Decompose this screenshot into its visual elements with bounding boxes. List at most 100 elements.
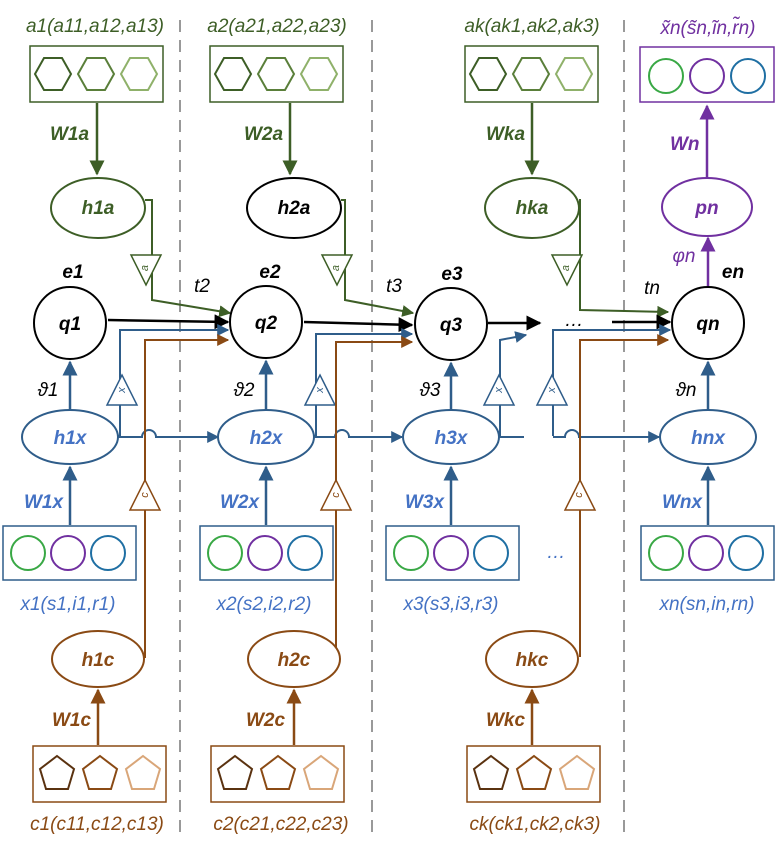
x-input-label: x1(s1,i1,r1) bbox=[19, 594, 115, 615]
hidden-a-node bbox=[50, 177, 146, 239]
r-circle bbox=[287, 535, 323, 571]
gate-triangle bbox=[105, 373, 139, 406]
q-node bbox=[414, 287, 488, 361]
hidden-x-node bbox=[659, 409, 757, 465]
e-label: e3 bbox=[441, 264, 463, 285]
attribute-box bbox=[209, 45, 344, 103]
hidden-a-label: hka bbox=[516, 198, 549, 219]
gate-label: c bbox=[573, 492, 585, 498]
c-input-box bbox=[466, 745, 601, 803]
phi-label: φn bbox=[673, 246, 696, 267]
theta-label: ϑn bbox=[675, 380, 696, 401]
weight-label: W1a bbox=[50, 124, 90, 145]
hexagon-icon bbox=[119, 57, 159, 91]
x-input-box bbox=[199, 525, 334, 581]
gate-label: a bbox=[139, 265, 151, 271]
hexagon-icon bbox=[76, 57, 116, 91]
gate-triangle bbox=[550, 254, 584, 287]
e-label: en bbox=[722, 262, 744, 283]
c-input-box bbox=[210, 745, 345, 803]
attribute-input-column-1: a1(a11,a12,a13) bbox=[26, 16, 164, 103]
hidden-x-node bbox=[402, 409, 500, 465]
theta-links: ϑ1 ϑ2 ϑ3 ϑn bbox=[37, 359, 716, 412]
recurrent-arrow bbox=[107, 314, 230, 330]
gate-label: x bbox=[493, 387, 505, 394]
weight-label: W1c bbox=[52, 710, 92, 731]
output-i-circle bbox=[689, 58, 725, 94]
hidden-x-label: h3x bbox=[435, 428, 469, 449]
x-ellipsis: … bbox=[547, 542, 566, 563]
x-input-box bbox=[640, 525, 775, 581]
weight-label: Wka bbox=[486, 124, 526, 145]
pentagon-icon bbox=[81, 754, 119, 790]
c-input-boxes: c1(c11,c12,c13) c2(c21,c22,c23) ck(ck1,c… bbox=[30, 745, 601, 835]
output-label: x̃n(s̃n,ĩn,r̃n) bbox=[659, 17, 755, 39]
hidden-x-arrow bbox=[553, 429, 661, 443]
r-circle bbox=[473, 535, 509, 571]
t-label: tn bbox=[644, 278, 660, 299]
q-label: q3 bbox=[440, 315, 463, 336]
hidden-c-nodes: h1c h2c hkc bbox=[51, 630, 579, 688]
pentagon-icon bbox=[302, 754, 340, 790]
step-labels: e1 e2 e3 en t2 t3 tn bbox=[62, 262, 744, 299]
attribute-gates: a a a bbox=[129, 199, 670, 318]
q-label: q1 bbox=[59, 314, 81, 335]
output-s-circle bbox=[648, 58, 684, 94]
pentagon-icon bbox=[259, 754, 297, 790]
hidden-c-node bbox=[485, 630, 579, 688]
x-input-box bbox=[385, 525, 520, 581]
q-nodes: q1 q2 q3 qn bbox=[33, 285, 745, 361]
column-separators bbox=[179, 20, 625, 840]
hexagon-icon bbox=[256, 57, 296, 91]
weight-label: W3x bbox=[405, 492, 446, 513]
hexagon-icon bbox=[468, 57, 508, 91]
i-circle bbox=[433, 535, 469, 571]
x-input-label: xn(sn,in,rn) bbox=[658, 594, 754, 615]
hidden-x-node bbox=[21, 409, 119, 465]
attribute-input-column-2: a2(a21,a22,a23) bbox=[207, 16, 347, 103]
output-r-circle bbox=[730, 58, 766, 94]
hidden-a-label: h1a bbox=[82, 198, 115, 219]
c-input-box bbox=[32, 745, 167, 803]
i-circle bbox=[247, 535, 283, 571]
theta-label: ϑ3 bbox=[419, 380, 440, 401]
i-circle bbox=[50, 535, 86, 571]
c-gate-path bbox=[117, 334, 230, 658]
hidden-x-arrow bbox=[118, 429, 220, 443]
gate-label: x bbox=[116, 387, 128, 394]
pentagon-icon bbox=[124, 754, 162, 790]
s-circle bbox=[10, 535, 46, 571]
gate-label: x bbox=[546, 387, 558, 394]
hidden-a-label: h2a bbox=[278, 198, 311, 219]
weight-label: W2a bbox=[244, 124, 284, 145]
hexagon-icon bbox=[554, 57, 594, 91]
gate-path bbox=[341, 199, 415, 317]
attribute-input-label: ak(ak1,ak2,ak3) bbox=[464, 16, 599, 37]
hidden-x-nodes: h1x h2x h3x hnx bbox=[21, 409, 757, 465]
hidden-c-node bbox=[247, 630, 341, 688]
attribute-input-column-k: ak(ak1,ak2,ak3) bbox=[464, 16, 600, 103]
c-weights: W1c W2c Wkc bbox=[52, 688, 540, 745]
r-circle bbox=[728, 535, 764, 571]
attribute-box bbox=[464, 45, 599, 103]
weight-label: W2x bbox=[220, 492, 261, 513]
hidden-x-node bbox=[217, 409, 315, 465]
gate-triangle bbox=[303, 373, 337, 406]
hexagon-icon bbox=[213, 57, 253, 91]
c-gates: c c c bbox=[117, 334, 670, 658]
c-input-label: c2(c21,c22,c23) bbox=[213, 814, 348, 835]
t-label: t2 bbox=[194, 276, 210, 297]
output-path: φn pn Wn bbox=[661, 104, 753, 286]
pentagon-icon bbox=[558, 754, 596, 790]
hidden-x-links bbox=[118, 429, 661, 443]
gate-label: x bbox=[314, 387, 326, 394]
gate-triangle bbox=[129, 254, 163, 287]
theta-label: ϑ1 bbox=[37, 380, 58, 401]
recurrent-links: … bbox=[107, 310, 672, 333]
pentagon-icon bbox=[515, 754, 553, 790]
attribute-input-label: a2(a21,a22,a23) bbox=[207, 16, 346, 37]
q-node bbox=[229, 285, 303, 359]
hidden-x-label: h2x bbox=[250, 428, 284, 449]
hidden-c-label: hkc bbox=[516, 650, 549, 671]
